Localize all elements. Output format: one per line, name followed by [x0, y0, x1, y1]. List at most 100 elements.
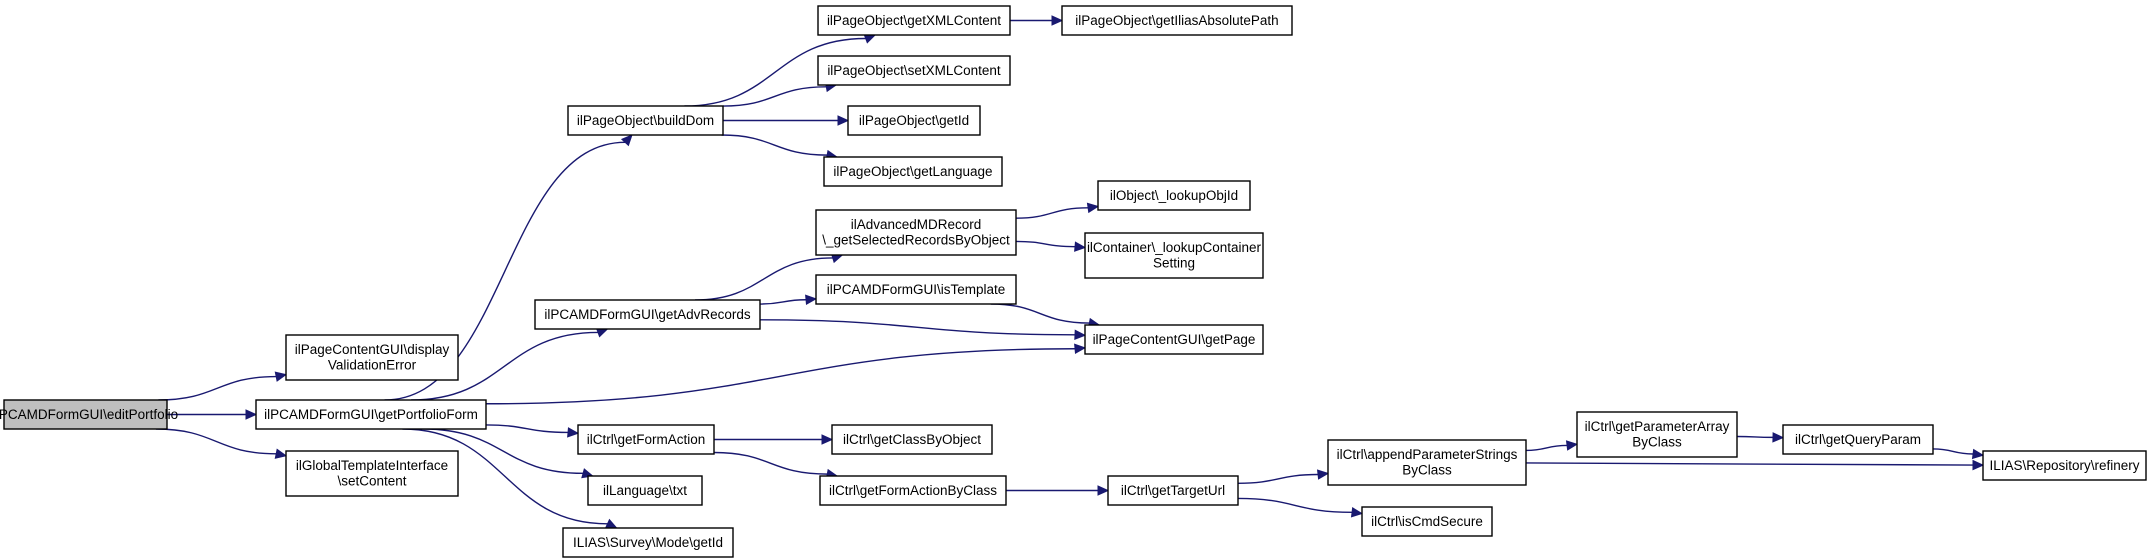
edge-getQueryParam-to-refinery — [1932, 448, 1974, 455]
node-editPortfolio[interactable]: ilPCAMDFormGUI\editPortfolio — [0, 399, 178, 430]
edge-arrowhead — [245, 409, 258, 420]
node-box — [3, 399, 168, 430]
node-box — [1107, 475, 1239, 506]
edge-getPortfolioForm-to-txt — [423, 428, 584, 475]
node-box — [567, 105, 724, 136]
node-label: ilPageObject\getId — [859, 113, 969, 128]
edge-appendParameterStringsByClass-to-getParameterArrayByClass — [1525, 444, 1568, 452]
node-label: ilCtrl\getTargetUrl — [1121, 483, 1225, 498]
edge-arrowhead — [567, 427, 580, 438]
edge-editPortfolio-to-setContent — [155, 428, 277, 455]
node-label: ByClass — [1402, 463, 1452, 478]
edge-arrowhead — [1350, 507, 1364, 518]
edge-getPortfolioForm-to-getFormAction — [485, 424, 569, 434]
node-getClassByObject[interactable]: ilCtrl\getClassByObject — [831, 424, 993, 455]
node-label: ilPageContentGUI\getPage — [1093, 332, 1256, 347]
node-box — [1061, 5, 1293, 36]
node-refinery[interactable]: ILIAS\Repository\refinery — [1982, 450, 2147, 481]
edge-getPortfolioForm-to-buildDom — [384, 141, 626, 401]
node-label: ilAdvancedMDRecord — [851, 217, 982, 232]
edge-getFormAction-to-getFormActionByClass — [713, 451, 828, 475]
node-label: ilContainer\_lookupContainer — [1087, 240, 1262, 255]
edge-getParameterArrayByClass-to-getQueryParam — [1736, 435, 1774, 439]
node-label: ilCtrl\isCmdSecure — [1371, 514, 1483, 529]
node-label: ilCtrl\getParameterArray — [1585, 419, 1730, 434]
edge-arrowhead — [1316, 469, 1330, 480]
edge-getAdvRecords-to-isTemplate — [759, 299, 807, 305]
edge-arrowhead — [604, 518, 618, 529]
edge-isTemplate-to-getPage — [990, 303, 1090, 324]
node-buildDom[interactable]: ilPageObject\buildDom — [567, 105, 724, 136]
edge-editPortfolio-to-displayValidationError — [158, 375, 277, 401]
node-getQueryParam[interactable]: ilCtrl\getQueryParam — [1782, 424, 1934, 455]
node-box — [562, 527, 734, 558]
node-box — [823, 156, 1003, 187]
node-label: ilPCAMDFormGUI\editPortfolio — [0, 407, 178, 422]
edge-arrowhead — [1772, 432, 1785, 443]
node-label: ilPageContentGUI\display — [295, 342, 450, 357]
node-getXMLContent[interactable]: ilPageObject\getXMLContent — [817, 5, 1011, 36]
edge-getSelectedRecordsByObject-to-lookupContainerSetting — [1015, 240, 1076, 248]
edge-buildDom-to-getXMLContent — [684, 37, 866, 107]
node-getIliasAbsolutePath[interactable]: ilPageObject\getIliasAbsolutePath — [1061, 5, 1293, 36]
node-label: ilCtrl\getFormAction — [587, 432, 706, 447]
node-label: ilCtrl\appendParameterStrings — [1337, 447, 1518, 462]
node-getFormAction[interactable]: ilCtrl\getFormAction — [577, 424, 715, 455]
node-label: ILIAS\Repository\refinery — [1989, 458, 2139, 473]
node-box — [1361, 506, 1493, 537]
edge-getPortfolioForm-to-getAdvRecords — [411, 331, 599, 401]
node-label: ilPageObject\getXMLContent — [827, 13, 1001, 28]
node-label: ByClass — [1632, 435, 1682, 450]
node-box — [815, 274, 1017, 305]
node-txt[interactable]: ilLanguage\txt — [587, 475, 703, 506]
edge-arrowhead — [1097, 485, 1110, 496]
node-getPage[interactable]: ilPageContentGUI\getPage — [1084, 324, 1264, 355]
node-label: ilPCAMDFormGUI\getAdvRecords — [544, 307, 751, 322]
edge-buildDom-to-getLanguage — [721, 134, 828, 156]
edge-buildDom-to-setXMLContent — [722, 86, 827, 107]
node-box — [534, 299, 761, 330]
node-box — [1084, 232, 1264, 279]
node-box — [1782, 424, 1934, 455]
node-box — [1327, 439, 1527, 486]
node-box — [587, 475, 703, 506]
node-label: Setting — [1153, 256, 1195, 271]
edge-arrowhead — [1074, 329, 1087, 341]
node-isTemplate[interactable]: ilPCAMDFormGUI\isTemplate — [815, 274, 1017, 305]
edge-arrowhead — [274, 371, 288, 382]
edge-arrowhead — [821, 434, 834, 445]
edge-getAdvRecords-to-getSelectedRecordsByObject — [694, 257, 833, 301]
node-getFormActionByClass[interactable]: ilCtrl\getFormActionByClass — [819, 475, 1007, 506]
node-label: ilCtrl\getClassByObject — [843, 432, 981, 447]
edge-arrowhead — [1074, 343, 1087, 355]
edge-getPortfolioForm-to-surveyGetId — [402, 428, 608, 525]
node-setXMLContent[interactable]: ilPageObject\setXMLContent — [817, 55, 1011, 86]
node-pageGetId[interactable]: ilPageObject\getId — [847, 105, 981, 136]
node-surveyGetId[interactable]: ILIAS\Survey\Mode\getId — [562, 527, 734, 558]
node-box — [285, 334, 459, 381]
node-getLanguage[interactable]: ilPageObject\getLanguage — [823, 156, 1003, 187]
node-label: ilPageObject\getIliasAbsolutePath — [1075, 13, 1278, 28]
node-box — [285, 450, 459, 497]
node-box — [1097, 180, 1251, 211]
node-label: ilPageObject\getLanguage — [833, 164, 992, 179]
node-isCmdSecure[interactable]: ilCtrl\isCmdSecure — [1361, 506, 1493, 537]
node-getPortfolioForm[interactable]: ilPCAMDFormGUI\getPortfolioForm — [255, 399, 487, 430]
edge-arrowhead — [620, 134, 633, 147]
node-lookupObjId[interactable]: ilObject\_lookupObjId — [1097, 180, 1251, 211]
node-box — [1084, 324, 1264, 355]
node-getSelectedRecordsByObject[interactable]: ilAdvancedMDRecord\_getSelectedRecordsBy… — [815, 209, 1017, 256]
edge-getSelectedRecordsByObject-to-lookupObjId — [1015, 207, 1089, 219]
node-label: \_getSelectedRecordsByObject — [822, 233, 1010, 248]
edge-arrowhead — [837, 115, 850, 126]
node-setContent[interactable]: ilGlobalTemplateInterface\setContent — [285, 450, 459, 497]
node-box — [577, 424, 715, 455]
node-getTargetUrl[interactable]: ilCtrl\getTargetUrl — [1107, 475, 1239, 506]
edge-arrowhead — [1086, 202, 1100, 214]
node-getAdvRecords[interactable]: ilPCAMDFormGUI\getAdvRecords — [534, 299, 761, 330]
